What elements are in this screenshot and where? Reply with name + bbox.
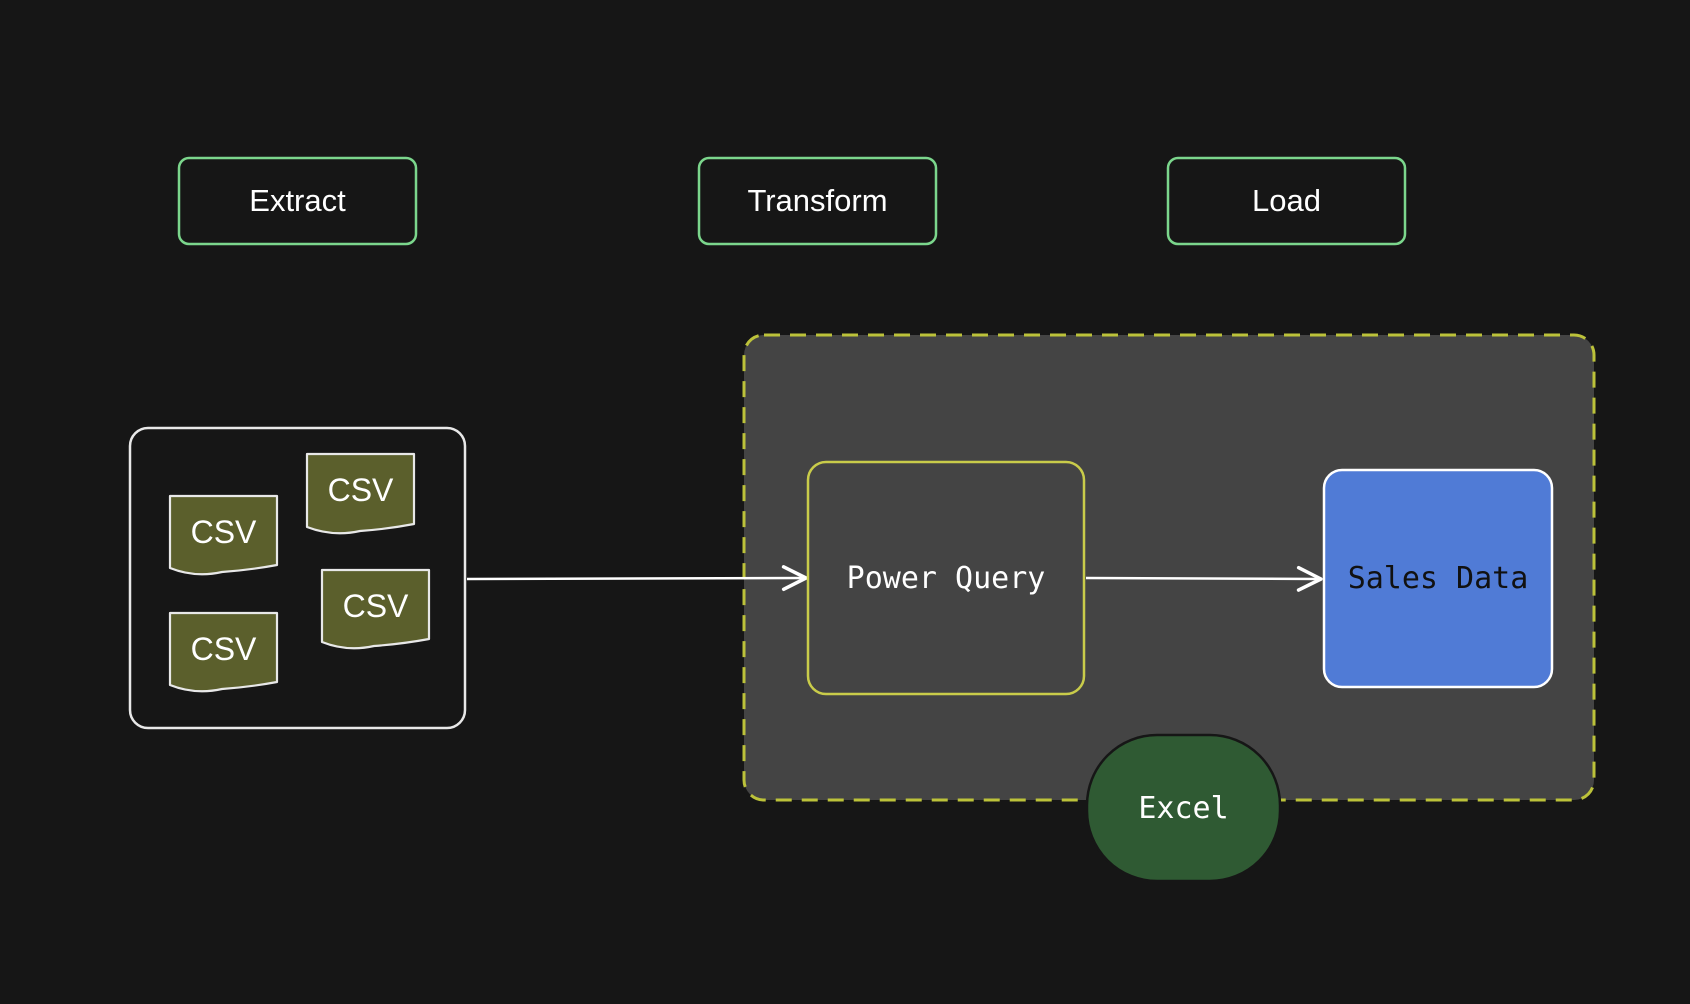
- excel-blob: [1085, 733, 1282, 883]
- csv-sources-group: [128, 426, 467, 730]
- sales-data-box: [1322, 468, 1554, 689]
- csv-file-shape-1: [168, 494, 279, 576]
- arrow-power-query-to-sales-data: [1085, 565, 1323, 592]
- csv-file-shape-4: [168, 611, 279, 693]
- csv-file-shape-2: [305, 452, 416, 535]
- stage-box-load: [1166, 156, 1407, 246]
- power-query-box: [806, 460, 1086, 696]
- stage-box-extract: [177, 156, 418, 246]
- stage-box-transform: [697, 156, 938, 246]
- csv-file-shape-3: [320, 568, 431, 650]
- arrow-sources-to-power-query: [466, 565, 808, 592]
